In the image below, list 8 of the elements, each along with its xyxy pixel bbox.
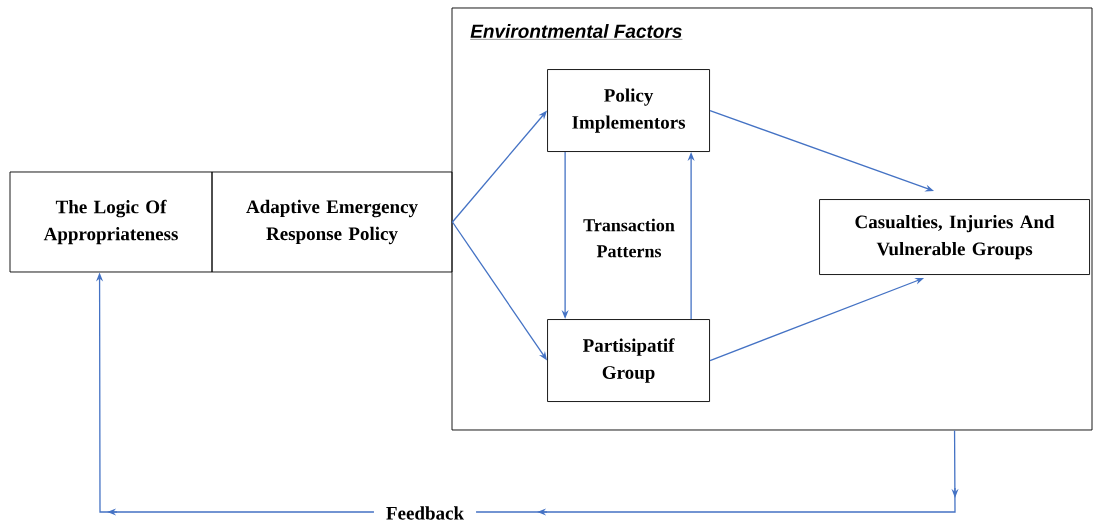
process-box: Casualties, Injuries And Vulnerable Groups xyxy=(819,199,1090,275)
process-box: The Logic Of Appropriateness xyxy=(9,171,213,273)
edge-label: Feedback xyxy=(373,504,477,522)
label-text: Transaction Patterns xyxy=(583,218,675,258)
group-heading: Environtmental Factors xyxy=(470,24,683,40)
process-box: Adaptive Emergency Response Policy xyxy=(211,171,453,273)
process-box: Policy Implementors xyxy=(547,69,710,152)
process-box: Partisipatif Group xyxy=(547,319,710,402)
